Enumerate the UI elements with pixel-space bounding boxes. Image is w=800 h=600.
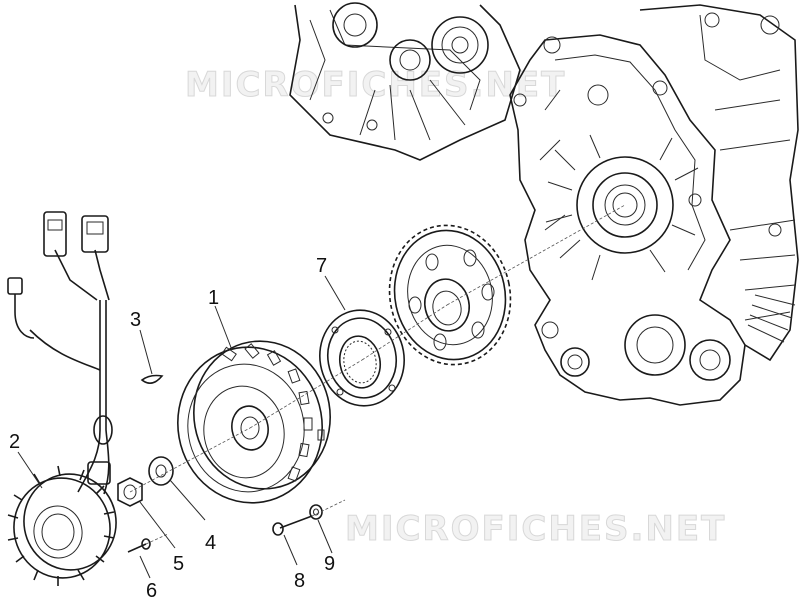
part-8-bolt (272, 515, 313, 536)
callout-7: 7 (316, 255, 327, 277)
part-freewheel (319, 309, 405, 407)
callout-8: 8 (294, 570, 305, 592)
part-2-stator (7, 465, 117, 586)
callout-4: 4 (205, 532, 216, 554)
part-5-nut (117, 477, 143, 507)
stator-wiring-harness (7, 211, 113, 495)
part-3-woodruff-key (140, 374, 164, 384)
watermark-bottom: MICROFICHES.NET (345, 509, 726, 549)
callout-9: 9 (324, 553, 335, 575)
engine-crankcase (289, 2, 799, 406)
connector-plug-left (43, 211, 67, 257)
callout-5: 5 (173, 553, 184, 575)
assembly-axis-lines (129, 204, 626, 545)
callout-1: 1 (208, 287, 219, 309)
connector-plug-right (81, 215, 109, 253)
callout-6: 6 (146, 580, 157, 600)
part-1-flywheel-rotor (177, 340, 331, 504)
watermark-top: MICROFICHES.NET (185, 65, 566, 105)
callout-2: 2 (9, 431, 20, 453)
callout-leaders (17, 275, 346, 579)
callout-3: 3 (130, 309, 141, 331)
callout-labels: 1 2 3 4 5 6 7 8 9 (9, 255, 335, 600)
part-4-washer (148, 456, 174, 486)
part-7-starter-gear (388, 224, 512, 366)
part-6-screw (127, 538, 151, 553)
part-9-spacer (309, 504, 323, 520)
